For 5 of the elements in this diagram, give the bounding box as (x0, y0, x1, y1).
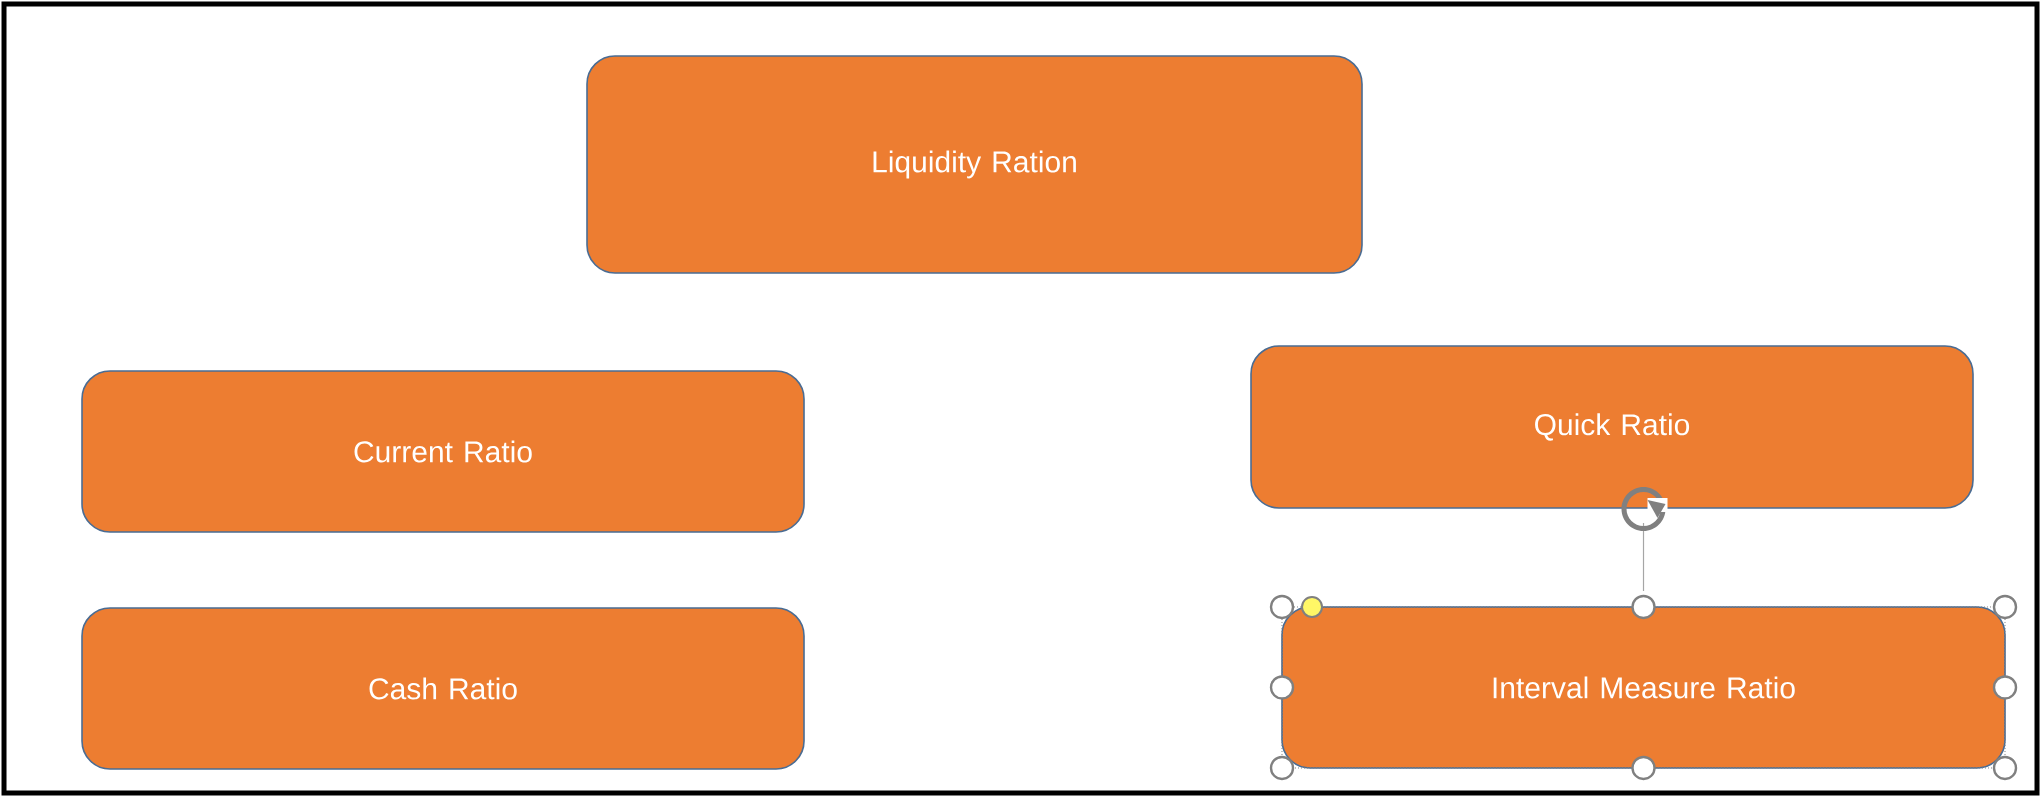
ratio-box: Cash Ratio (81, 607, 805, 770)
ratio-box: Quick Ratio (1250, 345, 1974, 509)
ratio-box: Current Ratio (81, 370, 805, 533)
ratio-box: Interval Measure Ratio (1281, 606, 2006, 769)
ratio-box: Liquidity Ration (586, 55, 1363, 274)
